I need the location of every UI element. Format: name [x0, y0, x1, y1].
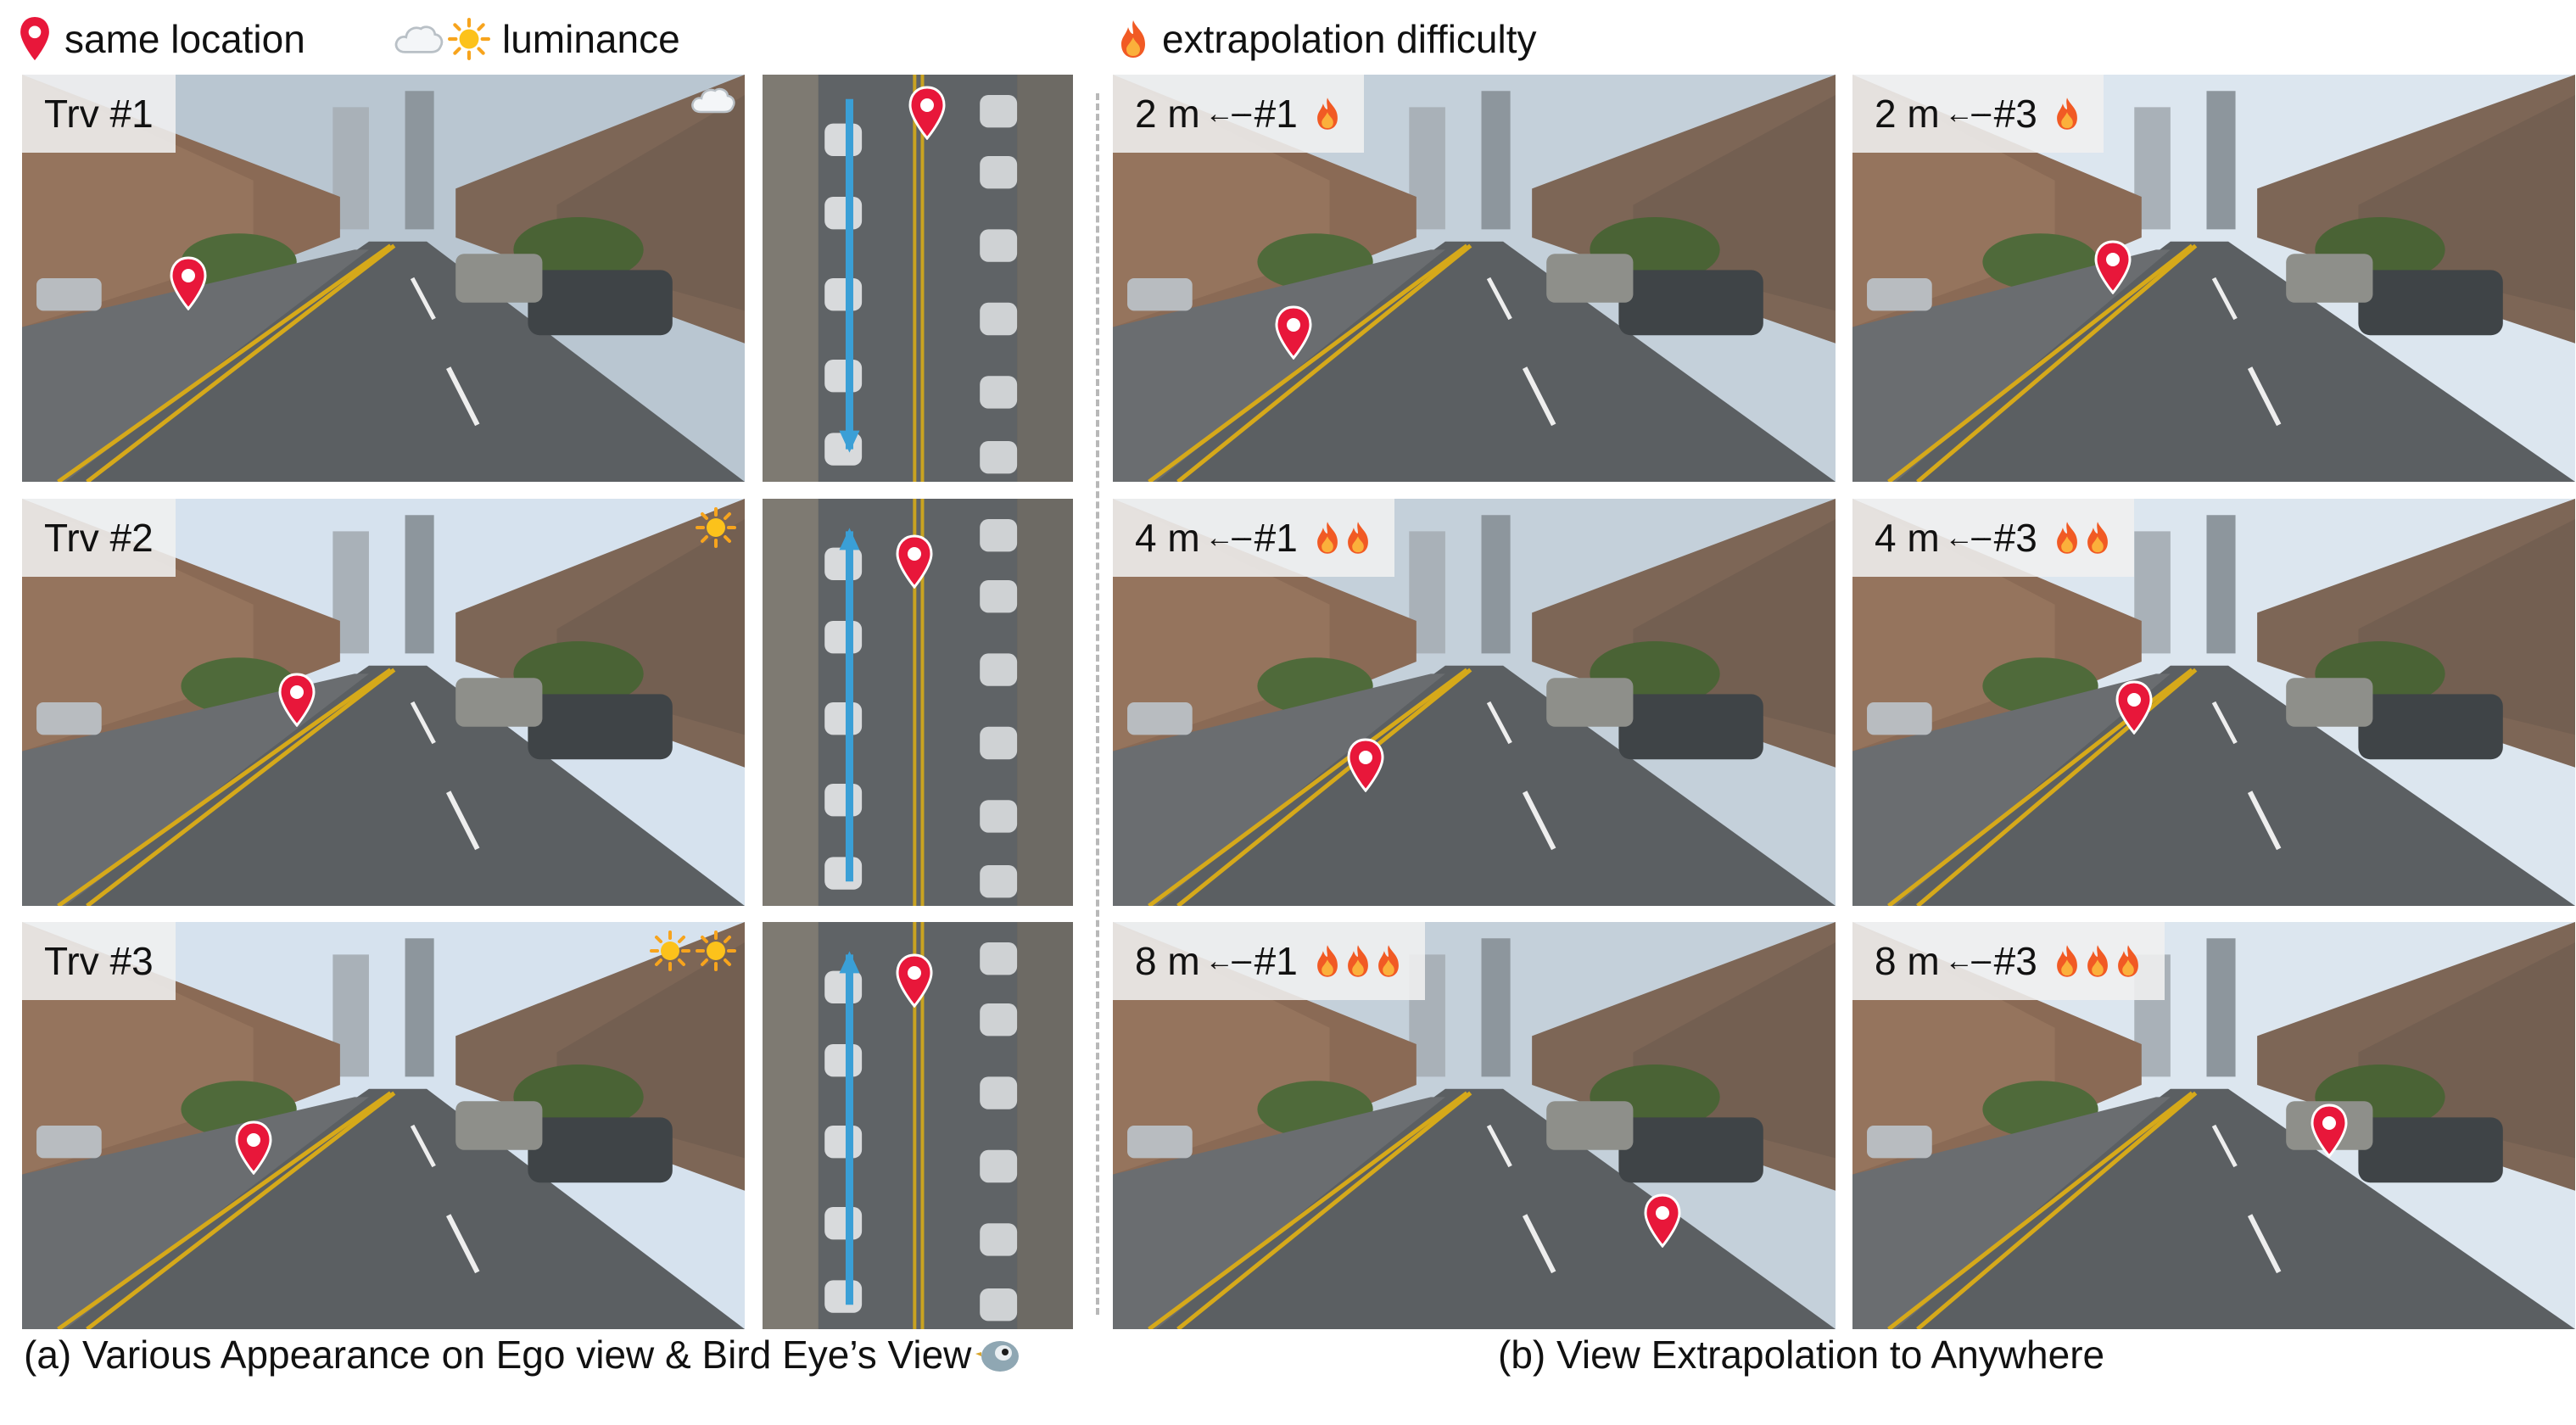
extrapolation-label: 4 m←---#1 — [1113, 499, 1394, 577]
fire-icon — [2053, 520, 2081, 556]
reference-traversal-text: #1 — [1254, 92, 1298, 136]
legend-luminance-label: luminance — [502, 17, 680, 61]
fire-icon — [1116, 19, 1150, 59]
extrapolation-label: 8 m←---#1 — [1113, 922, 1425, 1000]
reference-traversal-text: #3 — [1993, 939, 2037, 983]
bird-eye-view-image — [763, 75, 1073, 482]
difficulty-indicator — [1313, 520, 1372, 556]
extrapolated-view-panel: 4 m←---#1 — [1113, 499, 1836, 906]
weather-indicator — [696, 507, 736, 548]
location-pin-icon — [2115, 680, 2154, 735]
difficulty-indicator — [2053, 943, 2143, 979]
left-dashed-arrow-icon: ←--- — [1204, 521, 1253, 554]
location-pin-icon — [1346, 738, 1385, 792]
extrapolation-label: 4 m←---#3 — [1852, 499, 2134, 577]
weather-indicator — [689, 83, 736, 117]
extrapolation-label: 2 m←---#3 — [1852, 75, 2104, 153]
distance-text: 2 m — [1875, 92, 1940, 136]
extrapolation-label: 2 m←---#1 — [1113, 75, 1364, 153]
street-scene-image — [22, 922, 745, 1329]
street-scene-image — [1113, 922, 1836, 1329]
left-dashed-arrow-icon: ←--- — [1204, 944, 1253, 977]
legend-extrapolation-label: extrapolation difficulty — [1162, 17, 1537, 61]
sun-icon — [650, 930, 690, 971]
fire-icon — [2083, 943, 2112, 979]
street-scene-image — [22, 75, 745, 482]
fire-icon — [1313, 96, 1342, 131]
fire-icon — [1374, 943, 1403, 979]
difficulty-indicator — [1313, 943, 1403, 979]
ego-view-panel: Trv #1 — [22, 75, 745, 482]
fire-icon — [2053, 943, 2081, 979]
distance-text: 4 m — [1875, 516, 1940, 560]
extrapolated-view-panel: 2 m←---#1 — [1113, 75, 1836, 482]
location-pin-icon — [1274, 305, 1313, 360]
extrapolated-view-panel: 8 m←---#3 — [1852, 922, 2575, 1329]
location-pin-icon — [895, 534, 934, 589]
left-dashed-arrow-icon: ←--- — [1944, 97, 1992, 130]
distance-text: 2 m — [1135, 92, 1200, 136]
fire-icon — [2114, 943, 2143, 979]
fire-icon — [2053, 96, 2081, 131]
traversal-label: Trv #2 — [22, 499, 176, 577]
extrapolated-view-panel: 2 m←---#3 — [1852, 75, 2575, 482]
cloud-icon — [689, 83, 736, 117]
extrapolation-label: 8 m←---#3 — [1852, 922, 2165, 1000]
difficulty-indicator — [1313, 96, 1342, 131]
sun-icon — [696, 507, 736, 548]
distance-text: 8 m — [1875, 939, 1940, 983]
sun-icon — [696, 930, 736, 971]
location-pin-icon — [2310, 1104, 2349, 1158]
left-dashed-arrow-icon: ←--- — [1944, 944, 1992, 977]
location-pin-icon — [234, 1120, 273, 1175]
reference-traversal-text: #3 — [1993, 92, 2037, 136]
location-pin-icon — [895, 953, 934, 1008]
legend-same-location: same location — [17, 7, 305, 71]
ego-view-panel: Trv #3 — [22, 922, 745, 1329]
sun-icon — [448, 18, 490, 60]
reference-traversal-text: #1 — [1254, 516, 1298, 560]
fire-icon — [1344, 520, 1372, 556]
extrapolated-view-panel: 8 m←---#1 — [1113, 922, 1836, 1329]
legend-same-location-label: same location — [64, 17, 305, 61]
reference-traversal-text: #1 — [1254, 939, 1298, 983]
reference-traversal-text: #3 — [1993, 516, 2037, 560]
difficulty-indicator — [2053, 520, 2112, 556]
legend-extrapolation-difficulty: extrapolation difficulty — [1116, 7, 1537, 71]
location-pin-icon — [2093, 240, 2132, 294]
fire-icon — [1313, 520, 1342, 556]
legend-luminance: luminance — [392, 7, 680, 71]
fire-icon — [2083, 520, 2112, 556]
street-scene-image — [1113, 499, 1836, 906]
bird-icon — [975, 1334, 1022, 1375]
location-pin-icon — [277, 673, 316, 727]
caption-right: (b) View Extrapolation to Anywhere — [1498, 1333, 2105, 1377]
traversal-label: Trv #1 — [22, 75, 176, 153]
location-pin-icon — [1643, 1193, 1682, 1248]
weather-indicator — [650, 930, 736, 971]
traversal-label: Trv #3 — [22, 922, 176, 1000]
bird-eye-view-panel — [763, 75, 1073, 482]
bird-eye-view-image — [763, 922, 1073, 1329]
map-pin-icon — [17, 14, 53, 64]
ego-view-panel: Trv #2 — [22, 499, 745, 906]
bird-eye-view-panel — [763, 499, 1073, 906]
fire-icon — [1344, 943, 1372, 979]
left-dashed-arrow-icon: ←--- — [1204, 97, 1253, 130]
left-dashed-arrow-icon: ←--- — [1944, 521, 1992, 554]
distance-text: 4 m — [1135, 516, 1200, 560]
location-pin-icon — [908, 86, 947, 140]
location-pin-icon — [169, 256, 208, 310]
fire-icon — [1313, 943, 1342, 979]
distance-text: 8 m — [1135, 939, 1200, 983]
bird-eye-view-panel — [763, 922, 1073, 1329]
cloud-icon — [392, 20, 444, 58]
section-divider — [1096, 93, 1099, 1315]
caption-left: (a) Various Appearance on Ego view & Bir… — [24, 1332, 1022, 1378]
extrapolated-view-panel: 4 m←---#3 — [1852, 499, 2575, 906]
caption-left-text: (a) Various Appearance on Ego view & Bir… — [24, 1333, 972, 1377]
difficulty-indicator — [2053, 96, 2081, 131]
street-scene-image — [1852, 922, 2575, 1329]
